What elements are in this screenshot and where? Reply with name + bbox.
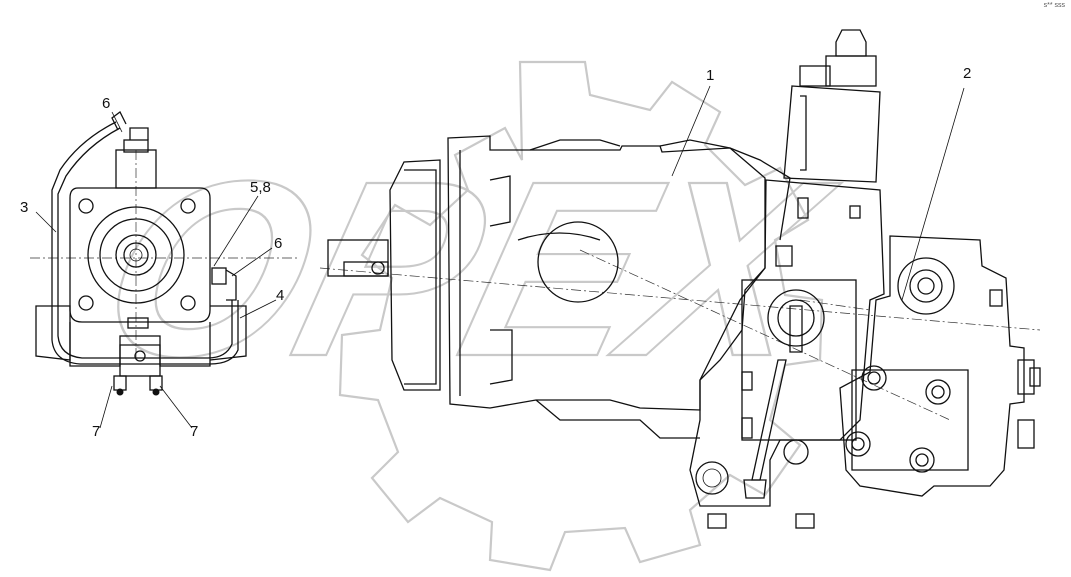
callout-7-left: 7 [92,423,101,440]
control-valve-block [689,29,885,529]
leader-lines-left [35,111,277,429]
leader-lines-right [671,85,965,301]
center-lines [30,150,1041,421]
front-view-pump [35,111,247,396]
pilot-valve-block [839,235,1041,497]
callout-6-side: 6 [274,235,283,252]
svg-text:OPEX: OPEX [78,128,855,408]
callout-1: 1 [706,67,715,84]
callout-7-right: 7 [190,423,199,440]
callout-4: 4 [276,287,285,304]
callout-3: 3 [20,199,29,216]
side-view-pump [327,135,791,439]
bolt-heads [845,365,951,473]
corner-mark: s** sss [1043,2,1065,9]
watermark-lettering: OPEX [77,127,856,409]
callout-6-top: 6 [102,95,111,112]
callout-2: 2 [963,65,972,82]
watermark-gear [338,60,824,572]
callout-5-8: 5,8 [250,179,271,196]
